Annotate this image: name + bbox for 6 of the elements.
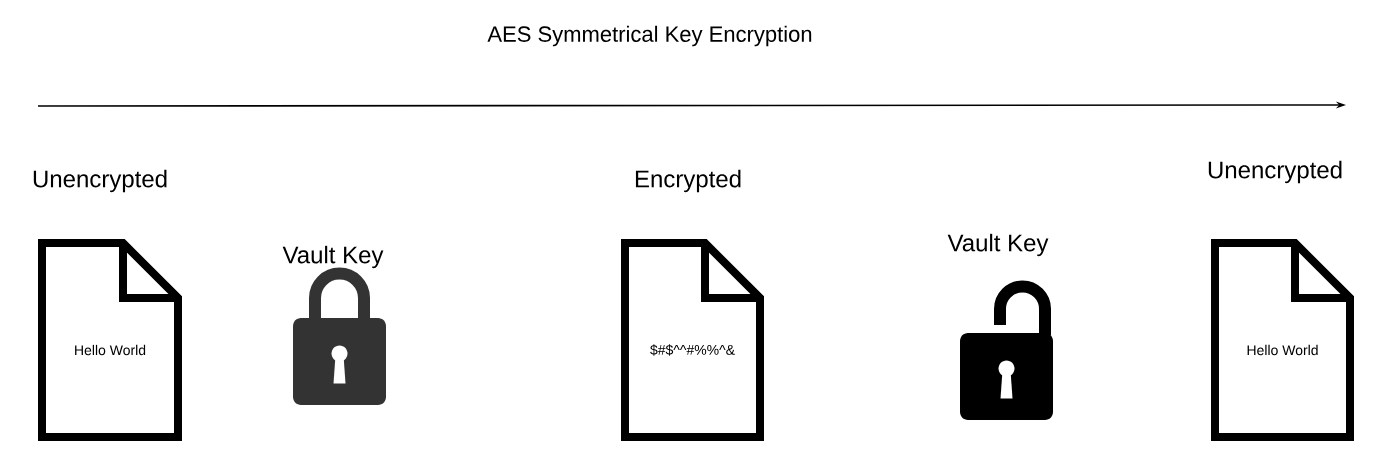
heading: Encrypted — [635, 169, 741, 193]
heading: Unencrypted — [1208, 160, 1342, 184]
heading: Vault Key — [947, 233, 1049, 257]
heading: Unencrypted — [33, 169, 167, 193]
heading: Vault Key — [282, 245, 384, 269]
title: AES Symmetrical Key Encryption — [487, 25, 812, 47]
